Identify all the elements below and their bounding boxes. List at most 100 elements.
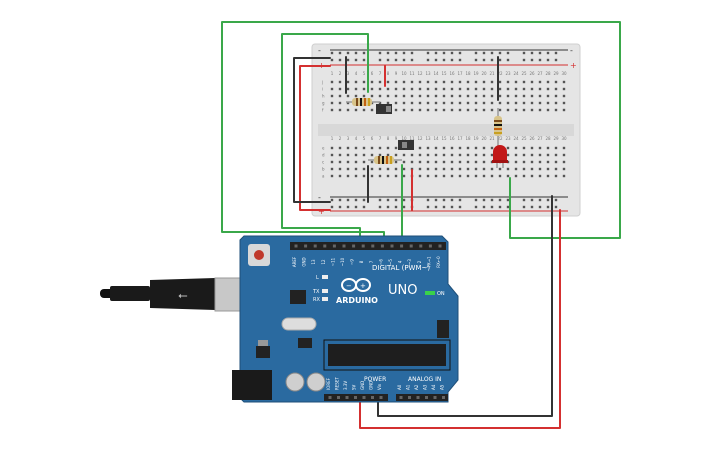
switch-1-lever[interactable]: [386, 106, 391, 112]
terminal-hole[interactable]: [346, 80, 350, 84]
rail-hole[interactable]: [538, 198, 542, 202]
terminal-hole[interactable]: [514, 94, 518, 98]
terminal-hole[interactable]: [554, 174, 558, 178]
terminal-hole[interactable]: [554, 80, 558, 84]
terminal-hole[interactable]: [378, 101, 382, 105]
analog-header[interactable]: [396, 394, 448, 401]
terminal-hole[interactable]: [466, 146, 470, 150]
rail-hole[interactable]: [394, 198, 398, 202]
terminal-hole[interactable]: [466, 101, 470, 105]
rail-hole[interactable]: [402, 205, 406, 209]
terminal-hole[interactable]: [562, 146, 566, 150]
rail-hole[interactable]: [458, 198, 462, 202]
terminal-hole[interactable]: [498, 87, 502, 91]
terminal-hole[interactable]: [466, 94, 470, 98]
terminal-hole[interactable]: [554, 167, 558, 171]
terminal-hole[interactable]: [402, 160, 406, 164]
terminal-hole[interactable]: [530, 108, 534, 112]
terminal-hole[interactable]: [338, 87, 342, 91]
terminal-hole[interactable]: [442, 153, 446, 157]
rail-hole[interactable]: [522, 51, 526, 55]
terminal-hole[interactable]: [394, 146, 398, 150]
terminal-hole[interactable]: [362, 153, 366, 157]
terminal-hole[interactable]: [546, 80, 550, 84]
terminal-hole[interactable]: [530, 167, 534, 171]
terminal-hole[interactable]: [354, 87, 358, 91]
terminal-hole[interactable]: [402, 174, 406, 178]
terminal-hole[interactable]: [514, 87, 518, 91]
rail-hole[interactable]: [538, 51, 542, 55]
analog-pin[interactable]: [416, 396, 420, 399]
terminal-hole[interactable]: [554, 101, 558, 105]
rail-hole[interactable]: [386, 198, 390, 202]
terminal-hole[interactable]: [450, 167, 454, 171]
terminal-hole[interactable]: [330, 153, 334, 157]
rail-hole[interactable]: [498, 58, 502, 62]
rail-hole[interactable]: [530, 198, 534, 202]
terminal-hole[interactable]: [522, 80, 526, 84]
wire-red-rail-link[interactable]: [299, 65, 331, 211]
terminal-hole[interactable]: [466, 80, 470, 84]
terminal-hole[interactable]: [458, 108, 462, 112]
terminal-hole[interactable]: [450, 101, 454, 105]
terminal-hole[interactable]: [330, 160, 334, 164]
terminal-hole[interactable]: [458, 146, 462, 150]
terminal-hole[interactable]: [530, 80, 534, 84]
terminal-hole[interactable]: [490, 87, 494, 91]
breadboard-holes[interactable]: [330, 51, 566, 209]
terminal-hole[interactable]: [514, 167, 518, 171]
terminal-hole[interactable]: [506, 174, 510, 178]
terminal-hole[interactable]: [506, 101, 510, 105]
terminal-hole[interactable]: [458, 80, 462, 84]
terminal-hole[interactable]: [498, 108, 502, 112]
terminal-hole[interactable]: [474, 167, 478, 171]
terminal-hole[interactable]: [362, 160, 366, 164]
terminal-hole[interactable]: [530, 146, 534, 150]
terminal-hole[interactable]: [426, 80, 430, 84]
terminal-hole[interactable]: [386, 80, 390, 84]
rail-hole[interactable]: [442, 51, 446, 55]
rail-hole[interactable]: [482, 51, 486, 55]
terminal-hole[interactable]: [442, 146, 446, 150]
terminal-hole[interactable]: [370, 146, 374, 150]
rail-hole[interactable]: [354, 58, 358, 62]
terminal-hole[interactable]: [538, 167, 542, 171]
power-pin[interactable]: [345, 396, 349, 399]
digital-pin[interactable]: [419, 244, 423, 248]
terminal-hole[interactable]: [506, 153, 510, 157]
rail-hole[interactable]: [522, 58, 526, 62]
terminal-hole[interactable]: [514, 153, 518, 157]
terminal-hole[interactable]: [338, 153, 342, 157]
terminal-hole[interactable]: [386, 87, 390, 91]
slide-switch-2[interactable]: [398, 140, 414, 150]
terminal-hole[interactable]: [426, 153, 430, 157]
terminal-hole[interactable]: [538, 101, 542, 105]
terminal-hole[interactable]: [530, 94, 534, 98]
rail-hole[interactable]: [490, 198, 494, 202]
terminal-hole[interactable]: [370, 174, 374, 178]
wire-black-rail-link[interactable]: [293, 57, 331, 203]
terminal-hole[interactable]: [394, 174, 398, 178]
terminal-hole[interactable]: [402, 101, 406, 105]
terminal-hole[interactable]: [474, 108, 478, 112]
terminal-hole[interactable]: [402, 87, 406, 91]
analog-pin[interactable]: [433, 396, 437, 399]
terminal-hole[interactable]: [514, 101, 518, 105]
terminal-hole[interactable]: [394, 80, 398, 84]
terminal-hole[interactable]: [530, 160, 534, 164]
terminal-hole[interactable]: [458, 101, 462, 105]
terminal-hole[interactable]: [330, 146, 334, 150]
terminal-hole[interactable]: [370, 167, 374, 171]
terminal-hole[interactable]: [378, 167, 382, 171]
rail-hole[interactable]: [426, 58, 430, 62]
terminal-hole[interactable]: [410, 80, 414, 84]
terminal-hole[interactable]: [458, 167, 462, 171]
terminal-hole[interactable]: [346, 101, 350, 105]
terminal-hole[interactable]: [554, 146, 558, 150]
terminal-hole[interactable]: [482, 94, 486, 98]
rail-hole[interactable]: [506, 58, 510, 62]
rail-hole[interactable]: [522, 205, 526, 209]
rail-hole[interactable]: [362, 198, 366, 202]
